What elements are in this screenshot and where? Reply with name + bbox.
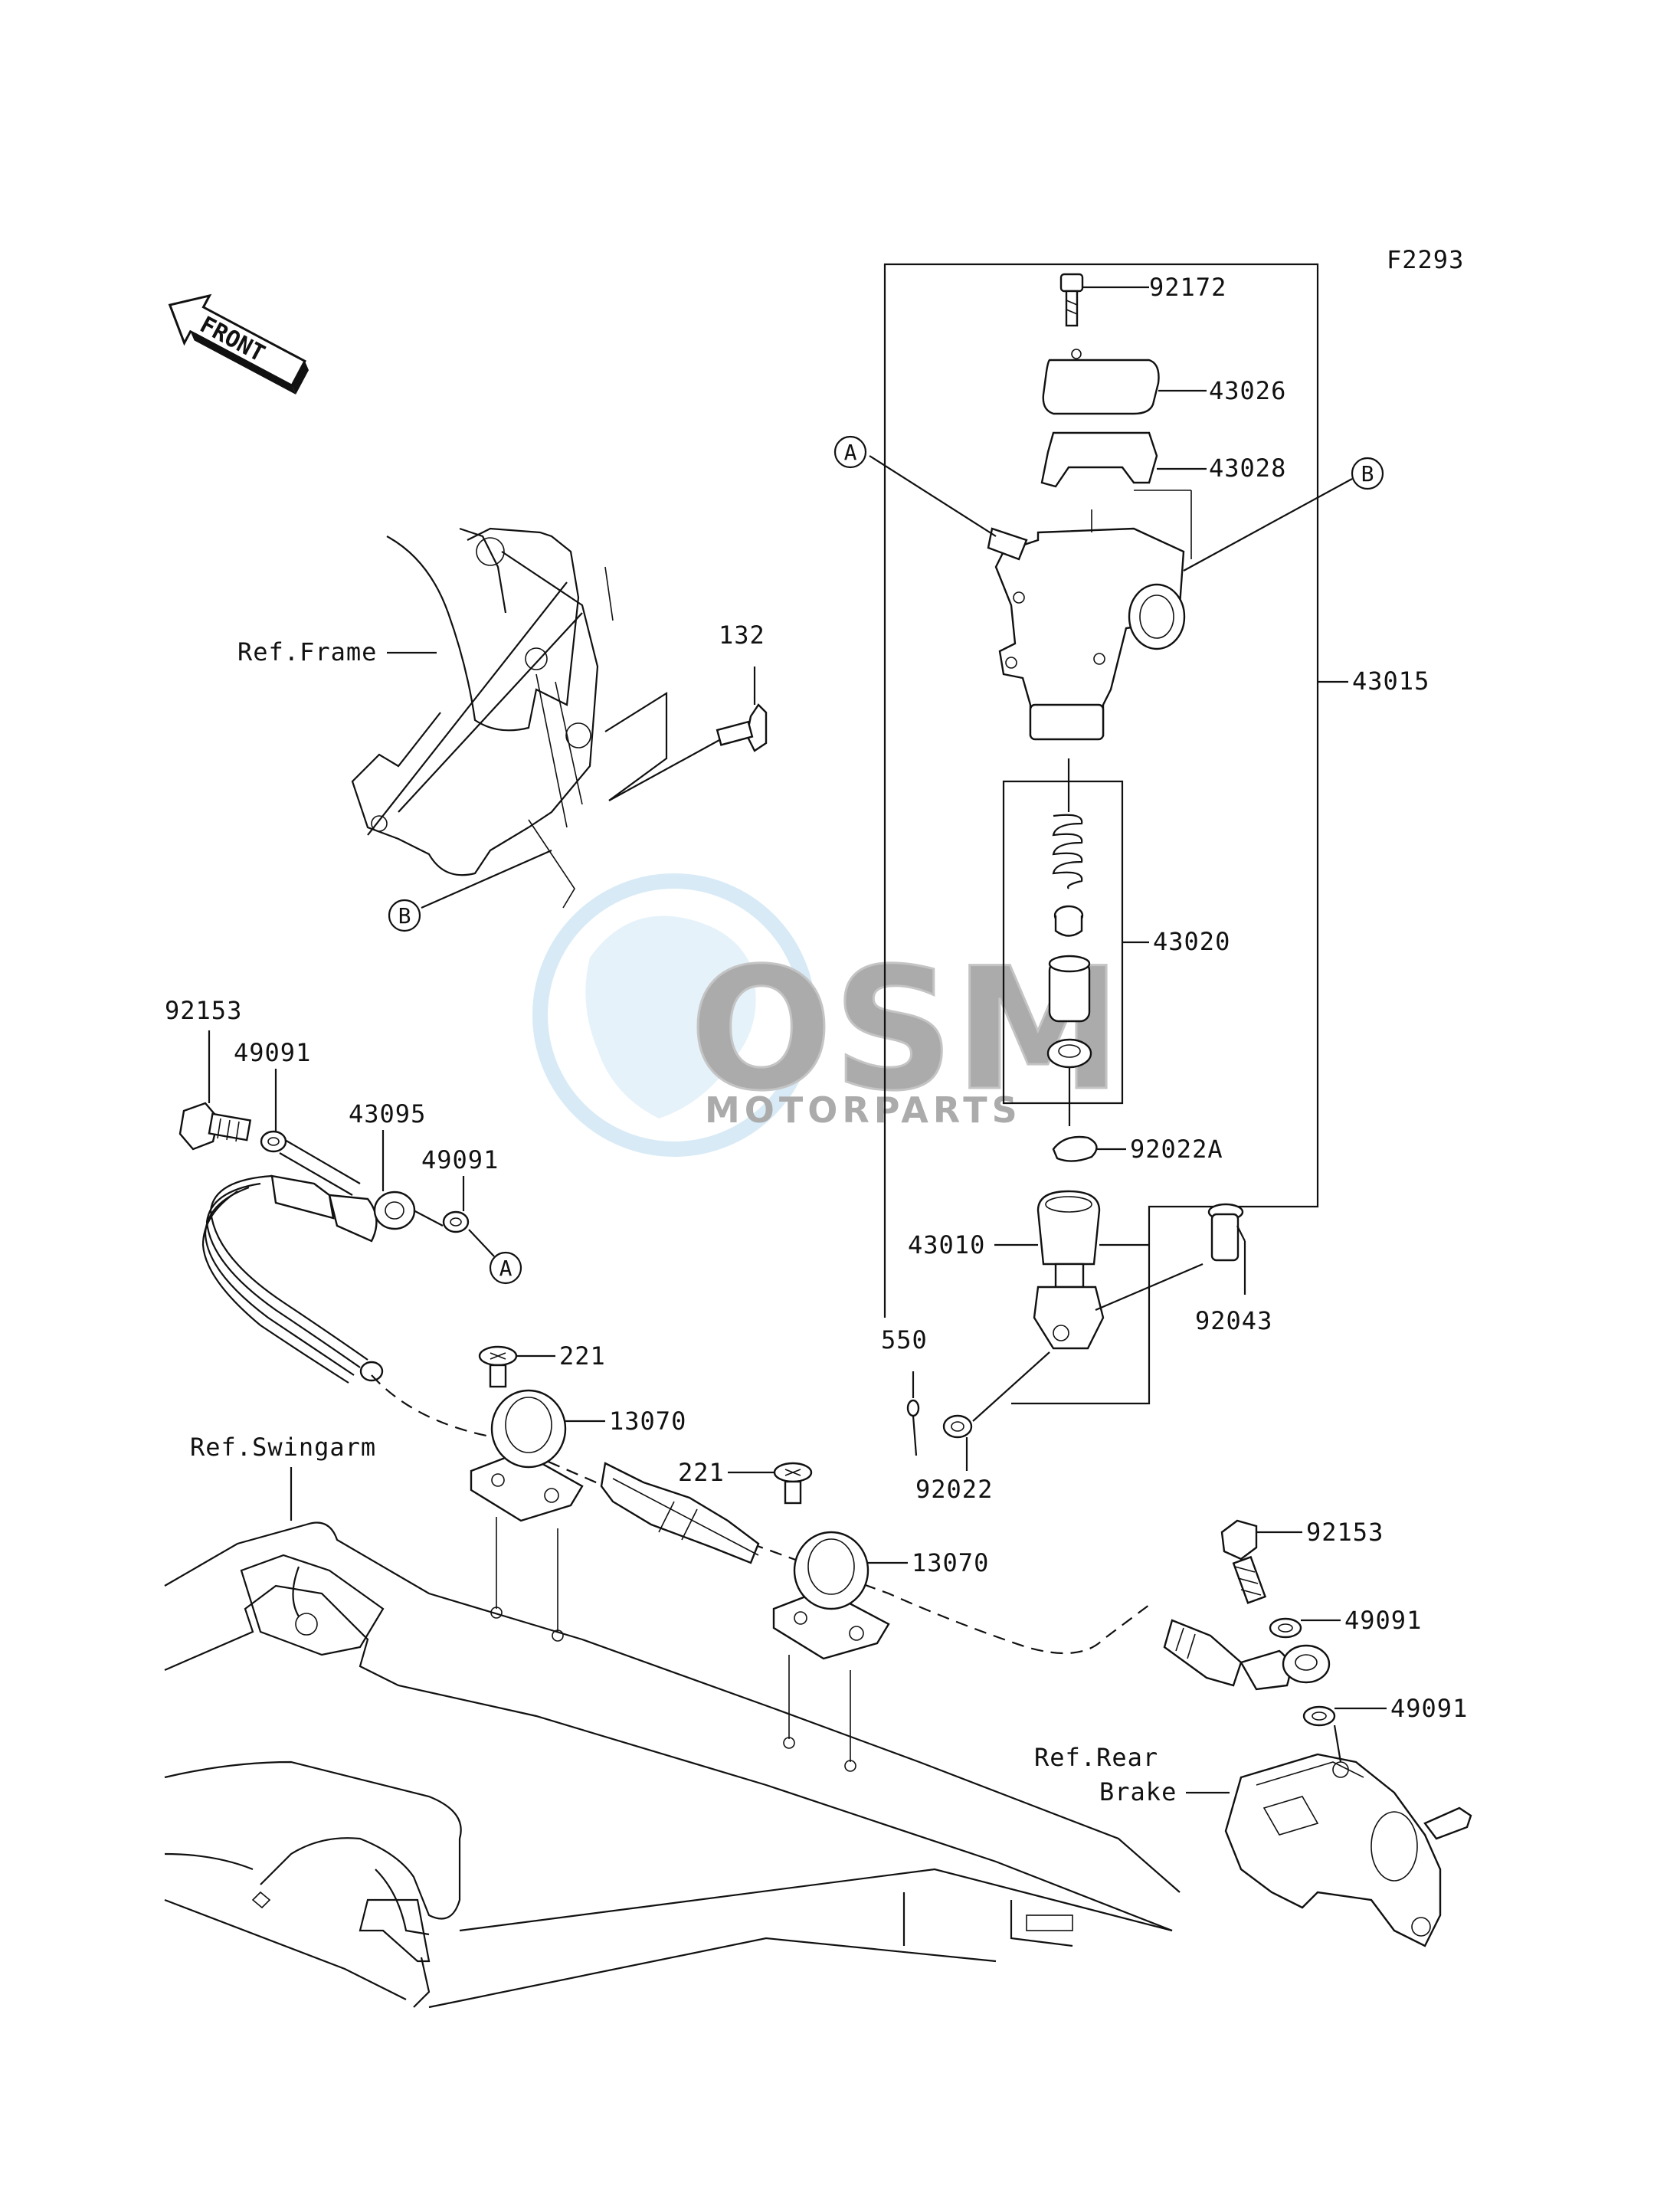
label-92153-left: 92153 [165, 996, 242, 1025]
swingarm [164, 1521, 1181, 2009]
ref-rear-brake-label-1: Ref.Rear [1034, 1743, 1158, 1772]
brake-hose-end-right [1163, 1619, 1331, 1691]
label-550: 550 [881, 1325, 928, 1354]
plunger-rod [600, 1462, 760, 1564]
frame-bracket [351, 527, 614, 909]
pin-92043 [1095, 1203, 1246, 1312]
washer-49091-left-1 [260, 1069, 287, 1153]
clamp-13070-right [772, 1531, 908, 1660]
valve-43020 [1053, 905, 1084, 937]
svg-text:A: A [499, 1256, 513, 1281]
ref-swingarm-label: Ref.Swingarm [190, 1433, 376, 1462]
washer-92022 [942, 1351, 1050, 1471]
screw-221-left [478, 1345, 555, 1388]
banjo-bolt-92153-left [178, 1030, 252, 1151]
washer-49091-right-2 [1302, 1705, 1387, 1727]
label-92172: 92172 [1149, 273, 1226, 302]
label-92022: 92022 [915, 1475, 993, 1504]
svg-text:B: B [398, 903, 411, 929]
svg-text:A: A [844, 440, 857, 465]
bolt-132 [716, 667, 768, 752]
label-92043: 92043 [1195, 1306, 1272, 1335]
front-arrow-icon: FRONT [168, 293, 309, 395]
callout-a-hose: A [468, 1229, 522, 1285]
label-13070-left: 13070 [609, 1407, 686, 1436]
hose-routing-dashed [371, 1374, 1150, 1655]
label-43028: 43028 [1209, 454, 1286, 483]
label-221-right: 221 [678, 1458, 725, 1487]
clamp-13070-left [470, 1389, 605, 1522]
banjo-bolt-92153-right [1220, 1519, 1302, 1604]
diaphragm-43028 [1040, 431, 1207, 488]
label-43095: 43095 [349, 1099, 426, 1128]
piston-43020 [1048, 955, 1091, 1023]
bolt-92172 [1059, 273, 1149, 327]
label-49091-right-1: 49091 [1344, 1606, 1422, 1635]
svg-text:B: B [1361, 461, 1374, 486]
pushrod-43010 [1033, 1190, 1149, 1350]
label-43026: 43026 [1209, 376, 1286, 405]
label-43010: 43010 [908, 1230, 985, 1259]
cap-43026 [1042, 349, 1207, 415]
callout-b-master: B [1183, 457, 1384, 572]
label-132: 132 [719, 621, 765, 650]
label-43015: 43015 [1352, 667, 1429, 696]
label-92153-right: 92153 [1306, 1518, 1384, 1547]
master-cylinder-body [987, 490, 1192, 741]
seal-43020 [1046, 1038, 1092, 1126]
washer-49091-left-2 [442, 1176, 470, 1233]
circlip-92022A [1052, 1135, 1126, 1162]
frame-leader-lines [604, 692, 729, 801]
ref-rear-brake-label-2: Brake [1099, 1777, 1177, 1806]
watermark-sub: MOTORPARTS [705, 1089, 1022, 1131]
screw-221-right [728, 1462, 813, 1505]
callout-a-master: A [833, 435, 997, 537]
assembly-bracket-43020 [1002, 780, 1149, 1105]
assembly-bracket-43015 [883, 263, 1348, 1405]
washer-49091-right-1 [1269, 1617, 1341, 1639]
watermark: OSM MOTORPARTS [532, 873, 1123, 1157]
diagram-code: F2293 [1387, 245, 1464, 274]
label-221-left: 221 [559, 1341, 606, 1371]
spring-43020 [1052, 758, 1083, 889]
ref-frame-label: Ref.Frame [237, 637, 377, 667]
rear-brake-caliper [1224, 1724, 1472, 1947]
brake-hose-43095 [201, 1130, 444, 1384]
callout-b-frame: B [388, 849, 552, 932]
label-49091-left-1: 49091 [234, 1038, 311, 1067]
label-43020: 43020 [1153, 927, 1230, 956]
label-49091-right-2: 49091 [1390, 1694, 1468, 1723]
label-92022A: 92022A [1130, 1135, 1223, 1164]
label-13070-right: 13070 [912, 1548, 989, 1577]
mount-guides [490, 1517, 856, 1772]
cotter-pin-550 [906, 1371, 920, 1456]
label-49091-left-2: 49091 [421, 1145, 499, 1174]
